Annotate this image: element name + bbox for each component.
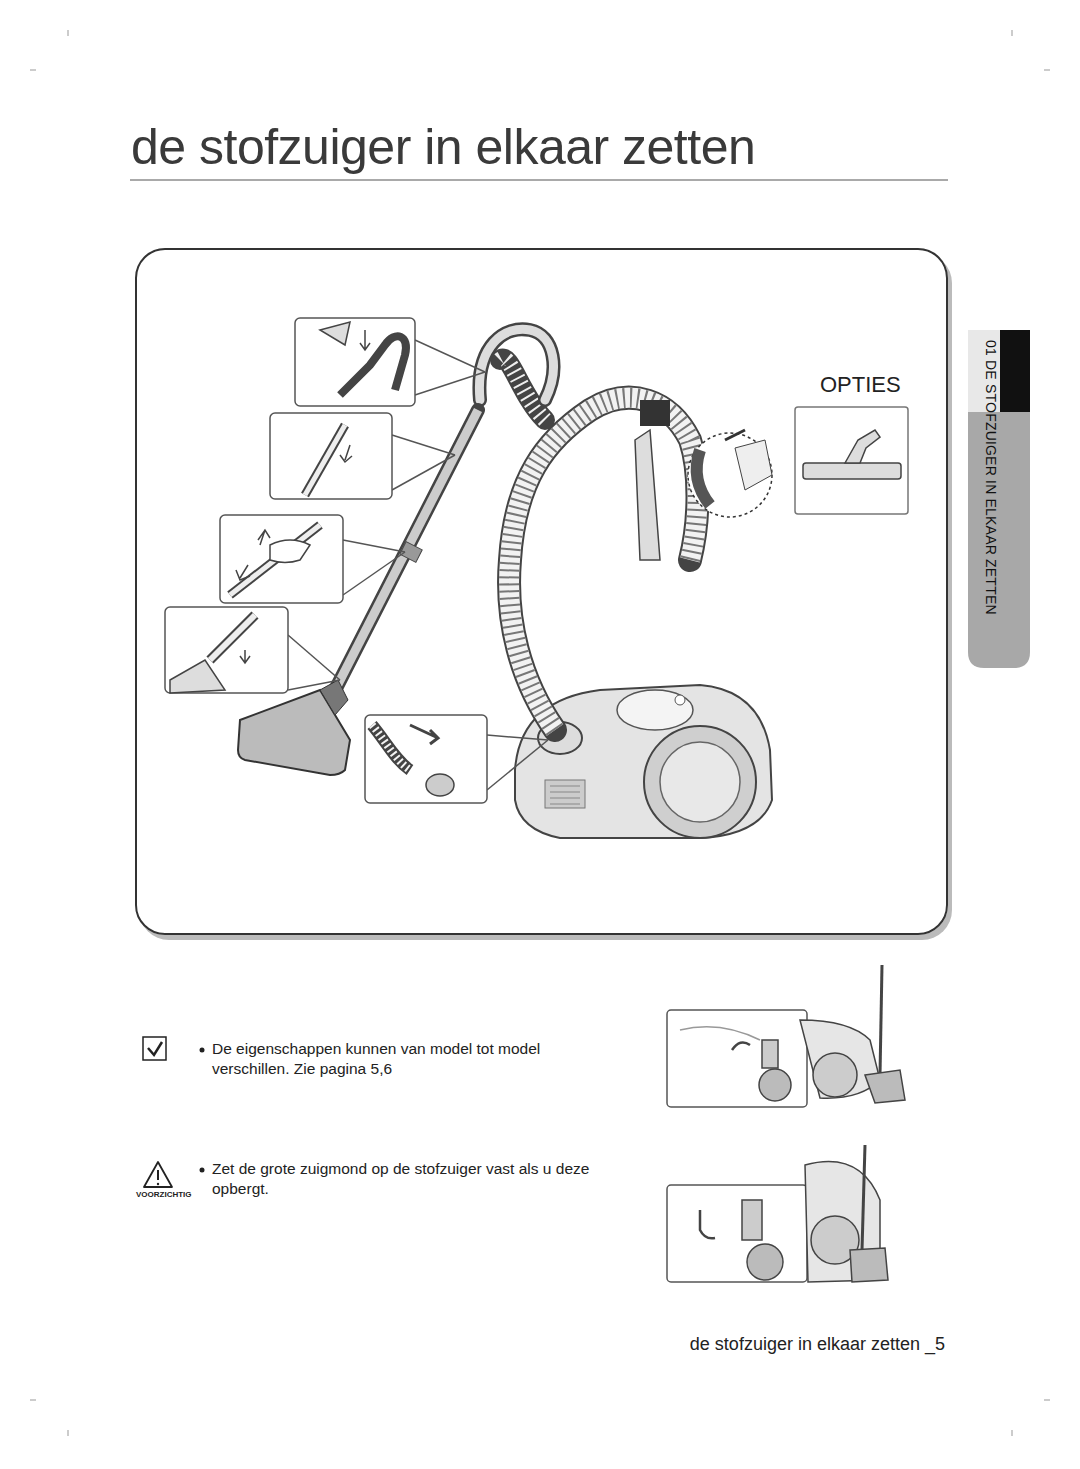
- page-footer: de stofzuiger in elkaar zetten _5: [540, 1333, 945, 1356]
- page-title: de stofzuiger in elkaar zetten: [131, 118, 755, 176]
- crop-marks: [30, 30, 1050, 1436]
- caution-word: VOORZICHTIG: [136, 1190, 206, 1200]
- panel-ground: [135, 248, 948, 935]
- note-text: De eigenschappen kunnen van model tot mo…: [212, 1039, 612, 1079]
- assembly-panel: OPTIES: [135, 248, 948, 935]
- tab-black: [1000, 330, 1030, 412]
- bullet: [200, 1048, 205, 1053]
- title-rule: [130, 180, 948, 181]
- callout-insets: [165, 318, 908, 1282]
- caution-icon: [144, 1162, 172, 1187]
- option-heading: OPTIES: [820, 372, 901, 398]
- inset-drawings: [170, 322, 905, 1282]
- bullet: [200, 1168, 205, 1173]
- note-icon: [143, 1037, 166, 1060]
- tab-gray: [968, 412, 1030, 668]
- caution-text: Zet de grote zuigmond op de stofzuiger v…: [212, 1159, 642, 1199]
- tab-label: 01 DE STOFZUIGER IN ELKAAR ZETTEN: [982, 340, 999, 615]
- section-tab: 01 DE STOFZUIGER IN ELKAAR ZETTEN: [968, 330, 1030, 668]
